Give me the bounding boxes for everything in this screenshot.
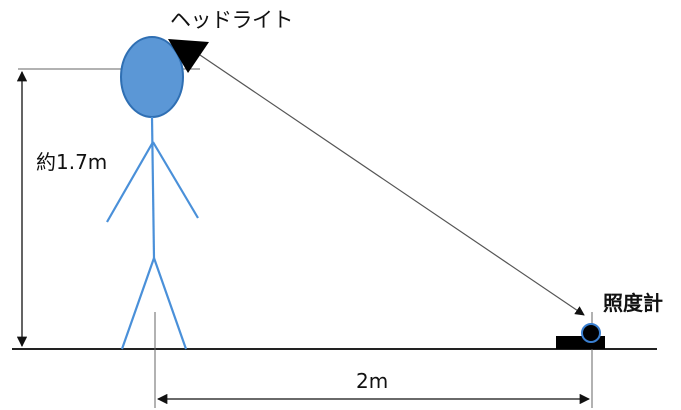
height-label: 約1.7m	[36, 150, 108, 174]
person-head	[120, 36, 184, 118]
person-neck-torso	[150, 116, 156, 259]
illuminance-meter-icon	[556, 323, 605, 349]
distance-label: 2m	[356, 369, 389, 393]
headlight-icon	[168, 39, 209, 73]
meter-sensor-lens	[581, 323, 601, 343]
headlight-label: ヘッドライト	[170, 8, 294, 32]
light-beam-arrow	[199, 54, 585, 316]
person-left-leg	[120, 257, 156, 350]
illuminance-meter-label: 照度計	[603, 291, 663, 315]
person-left-arm	[106, 141, 154, 223]
person-figure	[106, 36, 199, 350]
person-right-arm	[152, 141, 199, 219]
person-right-leg	[152, 257, 188, 350]
